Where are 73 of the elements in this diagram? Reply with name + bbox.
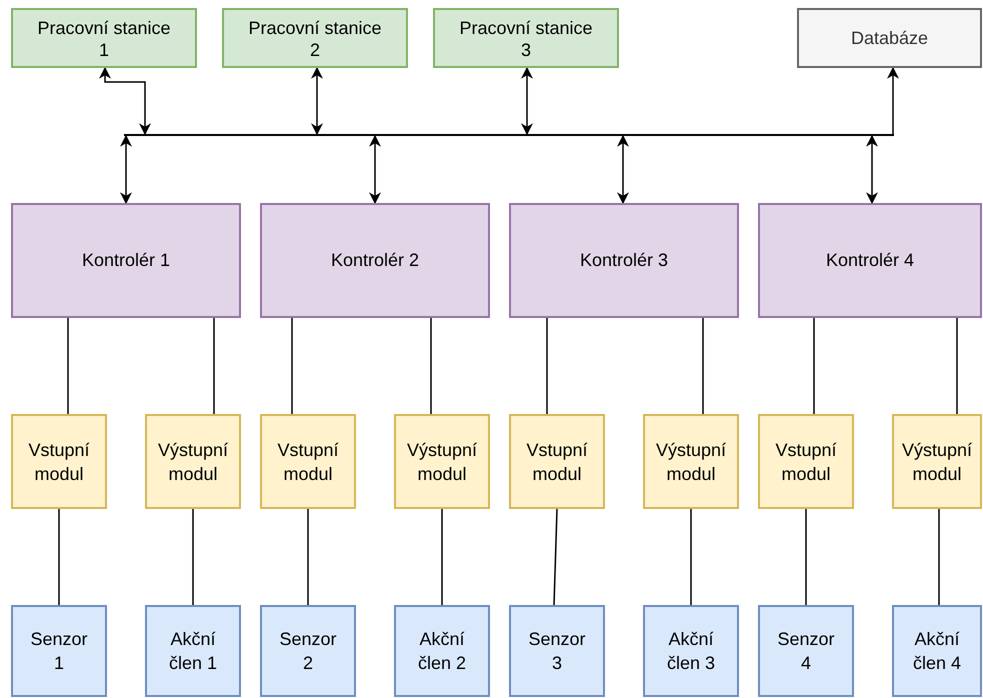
connector-line	[690, 509, 692, 605]
connector-line	[307, 509, 309, 605]
module-box	[643, 414, 739, 509]
node-label: Akční člen 4	[912, 628, 962, 675]
connector-line	[58, 509, 60, 605]
node-label: Kontrolér 4	[826, 249, 914, 272]
workstation-box	[222, 8, 408, 68]
node-label: Pracovní stanice 2	[248, 17, 382, 61]
workstation-box	[11, 8, 197, 68]
module-box	[260, 414, 356, 509]
module-box	[509, 414, 605, 509]
node-label: Senzor 1	[29, 628, 89, 675]
connector-line	[430, 318, 432, 414]
node-label: Kontrolér 3	[580, 249, 668, 272]
node-label: Výstupní modul	[654, 438, 728, 486]
node-label: Výstupní modul	[156, 438, 230, 486]
connector-line	[813, 318, 815, 414]
device-box	[394, 605, 490, 697]
node-label: Kontrolér 2	[330, 249, 420, 272]
module-box	[145, 414, 241, 509]
connector-line	[291, 318, 293, 414]
node-label: Vstupní modul	[774, 438, 838, 486]
module-box	[394, 414, 490, 509]
node-label: Výstupní modul	[900, 438, 974, 486]
arrow	[311, 66, 323, 136]
module-box	[758, 414, 854, 509]
node-label: Senzor 3	[527, 628, 587, 675]
connector-line	[805, 509, 807, 605]
arrow	[887, 66, 899, 134]
arrow	[521, 66, 533, 136]
module-box	[11, 414, 107, 509]
arrow	[99, 66, 151, 136]
device-box	[758, 605, 854, 697]
node-label: Senzor 2	[278, 628, 338, 675]
node-label: Databáze	[850, 26, 928, 50]
bus-line	[124, 134, 894, 136]
node-label: Pracovní stanice 1	[37, 17, 171, 61]
node-label: Vstupní modul	[525, 438, 589, 486]
module-box	[892, 414, 982, 509]
arrow	[866, 134, 878, 204]
device-box	[643, 605, 739, 697]
connector-line	[192, 509, 194, 605]
device-box	[892, 605, 982, 697]
workstation-box	[433, 8, 619, 68]
controller-box	[509, 203, 739, 318]
connector-line	[553, 508, 558, 606]
node-label: Akční člen 3	[666, 628, 716, 675]
node-label: Kontrolér 1	[82, 249, 170, 272]
node-label: Akční člen 1	[168, 628, 218, 675]
node-label: Akční člen 2	[416, 628, 468, 675]
arrow	[369, 134, 381, 204]
node-label: Vstupní modul	[27, 438, 91, 486]
device-box	[145, 605, 241, 697]
connector-line	[702, 318, 704, 414]
controller-box	[260, 203, 490, 318]
node-label: Pracovní stanice 3	[459, 17, 593, 61]
connector-line	[938, 509, 940, 605]
arrow	[617, 134, 629, 204]
controller-box	[758, 203, 982, 318]
connector-line	[67, 318, 69, 414]
device-box	[509, 605, 605, 697]
connector-line	[441, 509, 443, 605]
connector-line	[546, 318, 548, 414]
database-box	[797, 8, 982, 68]
connector-line	[956, 318, 958, 414]
arrow	[120, 134, 132, 204]
node-label: Výstupní modul	[406, 438, 478, 486]
device-box	[11, 605, 107, 697]
node-label: Senzor 4	[776, 628, 836, 675]
controller-box	[11, 203, 241, 318]
connector-line	[213, 318, 215, 414]
device-box	[260, 605, 356, 697]
node-label: Vstupní modul	[276, 438, 340, 486]
